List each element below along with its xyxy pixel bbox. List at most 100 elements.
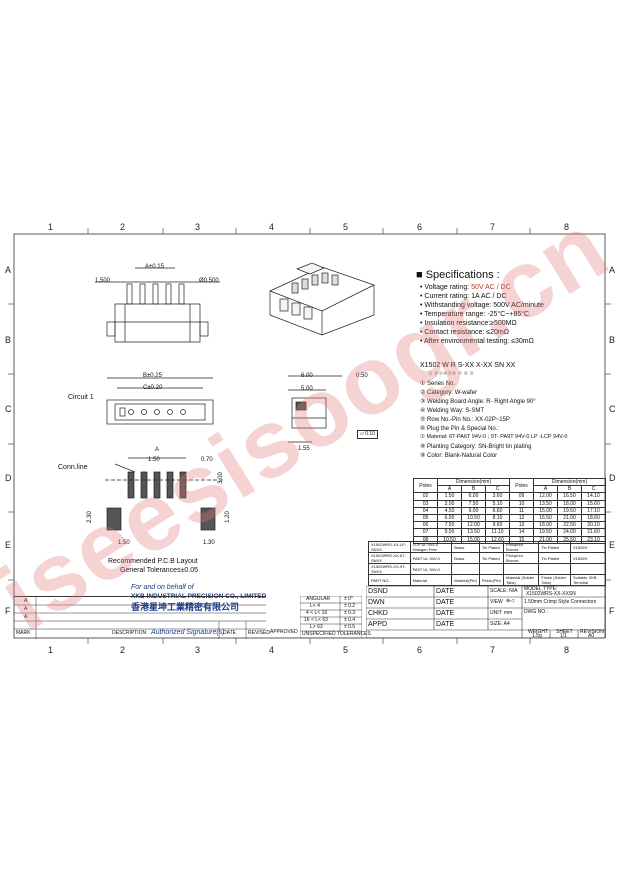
rev-row-3: A bbox=[24, 614, 28, 620]
part-code-item-8: ⑧ Planting Category: SN-Bright tin plati… bbox=[420, 444, 532, 450]
table-cell: 6.00 bbox=[437, 513, 462, 523]
tol-angular-val: ± 0° bbox=[344, 596, 353, 602]
table-cell: 18.60 bbox=[581, 513, 606, 523]
part-code-item-4: ④ Welding Way: S-SMT bbox=[420, 408, 485, 414]
dim-table-col-b: B bbox=[461, 485, 486, 494]
table-cell: 13.50 bbox=[533, 499, 558, 508]
dim-a-pcb: A bbox=[155, 447, 160, 453]
table-cell: 09 bbox=[509, 492, 534, 501]
part-code-item-7: ⑦ Material: 6T-PA6T 94V-0 ; 9T- PA9T 94V… bbox=[420, 434, 568, 440]
pcb-layout-drawing bbox=[105, 457, 225, 531]
table-cell: 04 bbox=[413, 506, 438, 515]
zone-col-2-bottom: 2 bbox=[120, 645, 126, 655]
pcb-layout-title: Recommended P.C.B Layout bbox=[108, 558, 198, 565]
general-tolerances: General Tolerances±0.05 bbox=[120, 567, 199, 574]
table-cell: Tin Plated bbox=[478, 541, 504, 553]
rev-header-description: DESCRIPTION bbox=[112, 630, 147, 636]
title-model-type-label: MODEL TYPE: bbox=[524, 586, 558, 592]
title-revision-label: REVISION bbox=[580, 629, 604, 635]
zone-row-e-left: E bbox=[5, 540, 12, 550]
tol-l4-val: ± 0.2 bbox=[344, 603, 356, 609]
zone-row-c-left: C bbox=[5, 404, 12, 414]
title-block-grid bbox=[366, 586, 606, 638]
table-cell: X1502WRS-XX-6T-SNXX bbox=[368, 552, 411, 564]
revision-block: A A A MARK DESCRIPTION DATE REVISED bbox=[14, 596, 270, 639]
zone-col-6-bottom: 6 bbox=[417, 645, 423, 655]
table-cell: Brass bbox=[451, 541, 480, 553]
dimension-table: Poles Dimension(mm) Poles Dimension(mm) … bbox=[413, 477, 606, 544]
dim-table-header-poles: Poles bbox=[413, 477, 438, 494]
spec-temperature: • Temperature range: -25°C~+85°C bbox=[420, 311, 530, 318]
title-weight: 1.5g bbox=[532, 633, 542, 639]
table-cell: 21.60 bbox=[581, 528, 606, 537]
dim-0-50: 0.50 bbox=[356, 373, 368, 379]
dim-a-tolerance: A±0.15 bbox=[145, 264, 164, 270]
zone-col-2-top: 2 bbox=[120, 222, 126, 232]
zone-col-8-bottom: 8 bbox=[564, 645, 570, 655]
zone-col-5-bottom: 5 bbox=[343, 645, 349, 655]
table-cell: Phosphor Bronze bbox=[502, 552, 540, 564]
table-cell bbox=[478, 563, 504, 575]
part-code-item-3: ③ Welding Board Angle: R- Right Angle 90… bbox=[420, 399, 536, 405]
spec-environmental: • After environmental testing: ≤30mΩ bbox=[420, 338, 534, 345]
rev-row-1: A bbox=[24, 598, 28, 604]
part-code-string: X1502 W R S-XX X-XX SN XX bbox=[420, 362, 516, 369]
zone-col-4-top: 4 bbox=[269, 222, 275, 232]
table-cell: PART NO. bbox=[368, 574, 411, 586]
dim-1-30: 1.30 bbox=[203, 540, 215, 546]
tol-l16-val: ± 0.3 bbox=[344, 610, 356, 616]
table-cell: 11.10 bbox=[485, 528, 510, 537]
rev-header-revised: REVISED bbox=[248, 630, 270, 636]
tol-l63-val: ± 0.4 bbox=[344, 617, 356, 623]
title-view: VIEW bbox=[490, 599, 503, 605]
dim-6-00: 6.00 bbox=[301, 373, 313, 379]
title-revision: A0 bbox=[588, 633, 595, 639]
rev-row-2: A bbox=[24, 606, 28, 612]
tol-l16: 4 < L< 16 bbox=[306, 610, 328, 616]
zone-row-f-right: F bbox=[609, 606, 615, 616]
zone-row-a-right: A bbox=[609, 265, 616, 275]
company-behalf: For and on behalf of bbox=[131, 584, 194, 591]
table-cell: Tin Plated bbox=[538, 552, 571, 564]
dim-table-col-b-2: B bbox=[557, 485, 582, 494]
projection-icon: ⊕◁ bbox=[506, 598, 515, 604]
table-cell bbox=[569, 563, 607, 575]
zone-row-a-left: A bbox=[5, 265, 12, 275]
dim-0-70: 0.70 bbox=[201, 457, 213, 463]
table-cell: 21.00 bbox=[557, 513, 582, 523]
isometric-view-drawing bbox=[269, 263, 375, 336]
table-cell: 14 bbox=[509, 528, 534, 537]
conn-line-label: Conn.line bbox=[58, 464, 88, 471]
table-cell: 12.00 bbox=[461, 521, 486, 530]
title-date-1: DATE bbox=[436, 588, 455, 595]
table-cell: X1502H bbox=[569, 541, 607, 553]
table-cell: 18.00 bbox=[533, 521, 558, 530]
tol-l63: 16 < L< 63 bbox=[304, 617, 328, 623]
zone-col-8-top: 8 bbox=[564, 222, 570, 232]
table-cell: LCP UL 94V-0 Halogen Free bbox=[409, 541, 453, 553]
zone-col-7-top: 7 bbox=[490, 222, 496, 232]
zone-row-b-right: B bbox=[609, 335, 616, 345]
table-cell: Material bbox=[409, 574, 453, 586]
table-cell: 7.50 bbox=[437, 521, 462, 530]
zone-col-1-bottom: 1 bbox=[48, 645, 54, 655]
dim-table-header-poles-2: Poles bbox=[509, 477, 534, 494]
title-sheet: 1/1 bbox=[560, 633, 567, 639]
table-cell bbox=[451, 563, 480, 575]
title-date-3: DATE bbox=[436, 610, 455, 617]
table-cell: 4.50 bbox=[437, 506, 462, 515]
spec-withstanding: • Withstanding voltage: 500V AC/minute bbox=[420, 302, 544, 309]
table-cell: 10.50 bbox=[461, 513, 486, 523]
table-cell: Tin Plated bbox=[538, 541, 571, 553]
table-cell: 9.60 bbox=[485, 521, 510, 530]
table-cell: 11 bbox=[509, 506, 534, 515]
table-cell: PA6T UL 94V-0 bbox=[409, 552, 453, 564]
part-code-block: X1502 W R S-XX X-XX SN XX ① ②③④⑤⑥ ⑦ ⑧ ⑨ … bbox=[420, 362, 605, 459]
